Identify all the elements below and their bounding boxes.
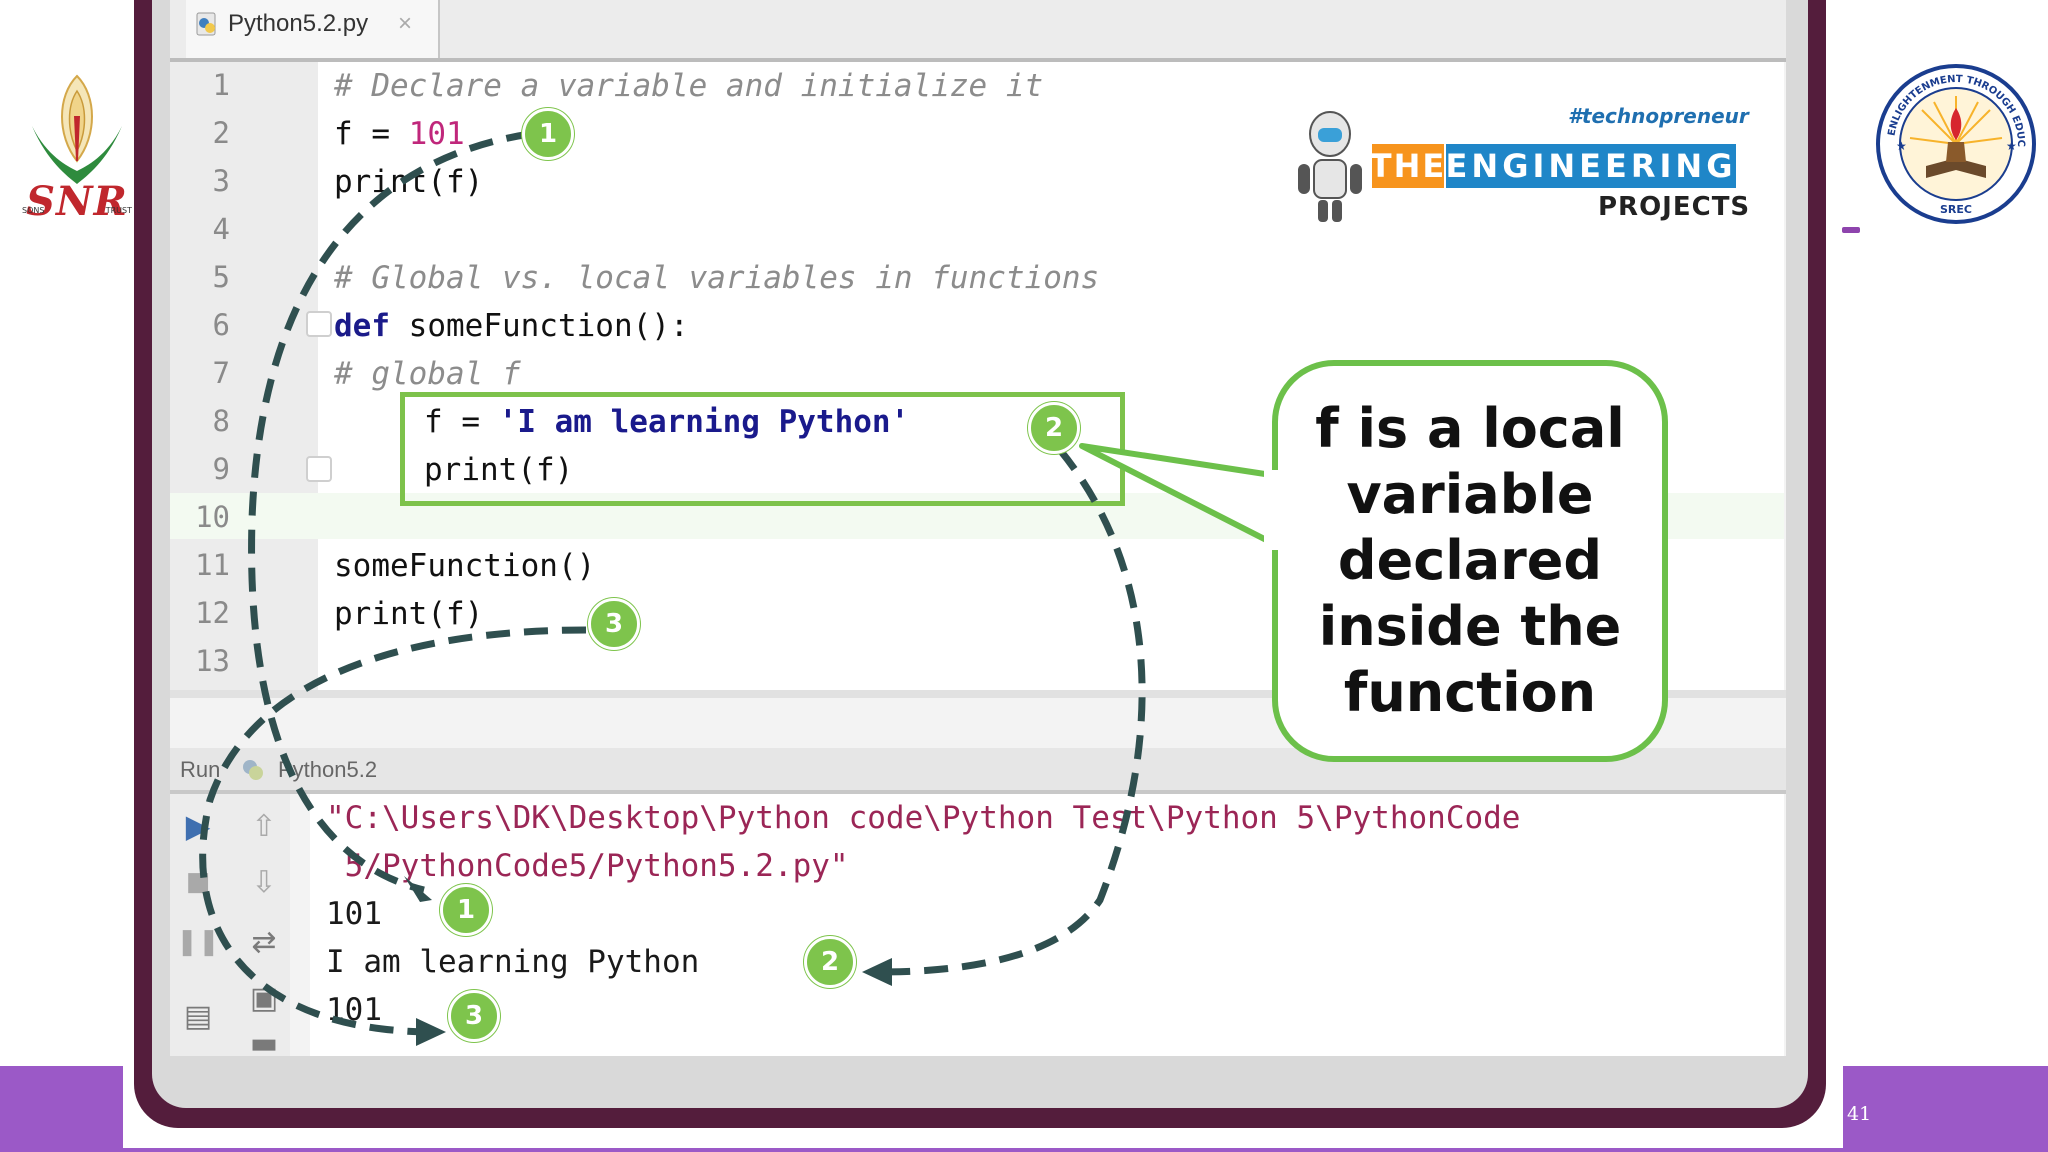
console-output-2: I am learning Python	[326, 944, 700, 980]
slide-number: 41	[1847, 1103, 1872, 1125]
soft-wrap-icon[interactable]: ⇄	[251, 924, 277, 960]
badge-2-code: 2	[1028, 402, 1080, 454]
line-number: 13	[195, 644, 230, 678]
code-token-number: 101	[408, 116, 465, 152]
code-line-2: f = 101	[334, 116, 465, 152]
snr-logo-sub-left: SONS	[22, 206, 45, 215]
snr-logo-sub-right: TRUST	[105, 206, 132, 215]
badge-3-code: 3	[588, 598, 640, 650]
code-line-5: # Global vs. local variables in function…	[334, 260, 1100, 296]
code-token-string: 'I am learning Python'	[498, 404, 910, 440]
code-line-11: someFunction()	[334, 548, 596, 584]
snr-logo-icon	[32, 74, 122, 184]
code-line-12: print(f)	[334, 596, 484, 632]
badge-1-code: 1	[522, 108, 574, 160]
svg-text:★: ★	[2006, 139, 2017, 153]
console-path-line-1: "C:\Users\DK\Desktop\Python code\Python …	[326, 800, 1521, 836]
line-number: 6	[212, 308, 230, 342]
line-number: 4	[212, 212, 230, 246]
python-run-icon	[243, 760, 263, 780]
code-token-keyword: def	[334, 308, 390, 344]
code-line-3: print(f)	[334, 164, 484, 200]
srec-emblem-icon: ENLIGHTENMENT THROUGH EDUCATION ★ ★	[1874, 62, 2036, 224]
badge-3-output: 3	[448, 990, 500, 1042]
trash-icon[interactable]: ▬	[249, 1025, 279, 1061]
srec-logo-text: SREC	[1940, 203, 1972, 216]
line-number: 8	[212, 404, 230, 438]
code-token-rest: someFunction():	[390, 308, 689, 344]
code-token-op: =	[352, 116, 409, 152]
snr-logo-text: SNR	[26, 178, 128, 225]
run-config-tab[interactable]: Python5.2	[278, 757, 378, 782]
local-scope-highlight-box	[400, 392, 1125, 506]
editor-tab[interactable]	[186, 0, 440, 58]
scroll-up-icon[interactable]: ⇧	[251, 808, 277, 844]
watermark-engineering: ENGINEERING	[1446, 144, 1736, 188]
line-number: 2	[212, 116, 230, 150]
local-variable-callout: f is a local variable declared inside th…	[1272, 360, 1668, 762]
pause-icon[interactable]: ❚❚	[176, 927, 220, 957]
console-path-line-2: 5/PythonCode5/Python5.2.py"	[326, 848, 849, 884]
code-line-6: def someFunction():	[334, 308, 689, 344]
svg-text:★: ★	[1896, 139, 1907, 153]
fold-marker-icon[interactable]	[306, 311, 332, 337]
line-number: 1	[212, 68, 230, 102]
line-number: 10	[195, 500, 230, 534]
print-icon[interactable]: ▣	[249, 980, 279, 1016]
code-token-var: f	[334, 116, 353, 152]
stop-icon[interactable]: ■	[185, 867, 211, 897]
decorative-dash	[1842, 227, 1860, 233]
watermark-the: THE	[1370, 144, 1444, 188]
callout-text: f is a local variable declared inside th…	[1315, 397, 1625, 724]
console-output-3: 101	[326, 992, 382, 1028]
badge-1-output: 1	[440, 884, 492, 936]
line-number: 3	[212, 164, 230, 198]
robot-mascot-icon	[1298, 111, 1362, 222]
watermark-projects: PROJECTS	[1598, 192, 1751, 222]
watermark-tagline: #technopreneur	[1568, 104, 1749, 128]
code-line-7: # global f	[334, 356, 521, 392]
python-file-icon	[196, 12, 216, 36]
line-number: 5	[212, 260, 230, 294]
snr-logo-subtext: SONS TRUST	[22, 206, 132, 215]
tab-close-icon[interactable]: ×	[398, 10, 413, 37]
line-number: 7	[212, 356, 230, 390]
console-output-1: 101	[326, 896, 382, 932]
scroll-down-icon[interactable]: ⇩	[251, 864, 277, 900]
editor-tab-label: Python5.2.py	[228, 10, 369, 37]
badge-2-output: 2	[804, 936, 856, 988]
layout-icon[interactable]: ▤	[183, 998, 213, 1034]
code-line-1: # Declare a variable and initialize it	[334, 68, 1044, 104]
line-number: 12	[195, 596, 230, 630]
rerun-icon[interactable]: ▶	[185, 807, 211, 845]
line-number: 9	[212, 452, 230, 486]
line-number: 11	[195, 548, 230, 582]
fold-marker-icon[interactable]	[306, 456, 332, 482]
run-panel-label: Run	[180, 757, 221, 782]
